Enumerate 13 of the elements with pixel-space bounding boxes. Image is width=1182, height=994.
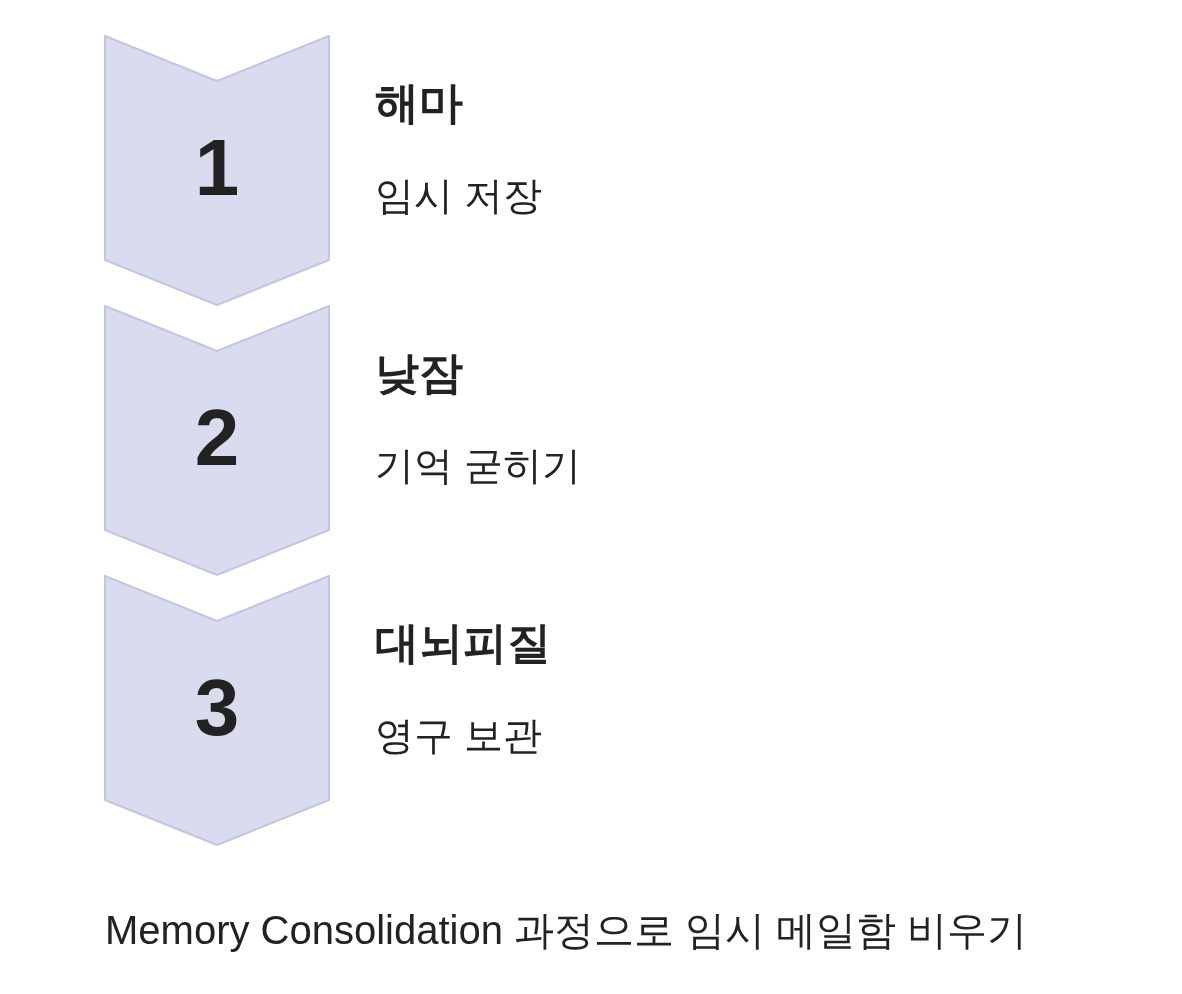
step-heading: 대뇌피질: [375, 619, 551, 668]
step-heading: 해마: [375, 79, 463, 128]
step-description: 기억 굳히기: [375, 445, 581, 488]
step-heading: 낮잠: [375, 349, 463, 398]
step-number: 1: [193, 128, 241, 208]
step-description: 영구 보관: [375, 715, 542, 758]
step-description: 임시 저장: [375, 175, 542, 218]
caption: Memory Consolidation 과정으로 임시 메일함 비우기: [105, 908, 1028, 952]
chevron-shape: [104, 575, 330, 846]
chevron-shape: [104, 35, 330, 306]
step-number: 3: [193, 668, 241, 748]
chevron-shape: [104, 305, 330, 576]
step-number: 2: [193, 398, 241, 478]
